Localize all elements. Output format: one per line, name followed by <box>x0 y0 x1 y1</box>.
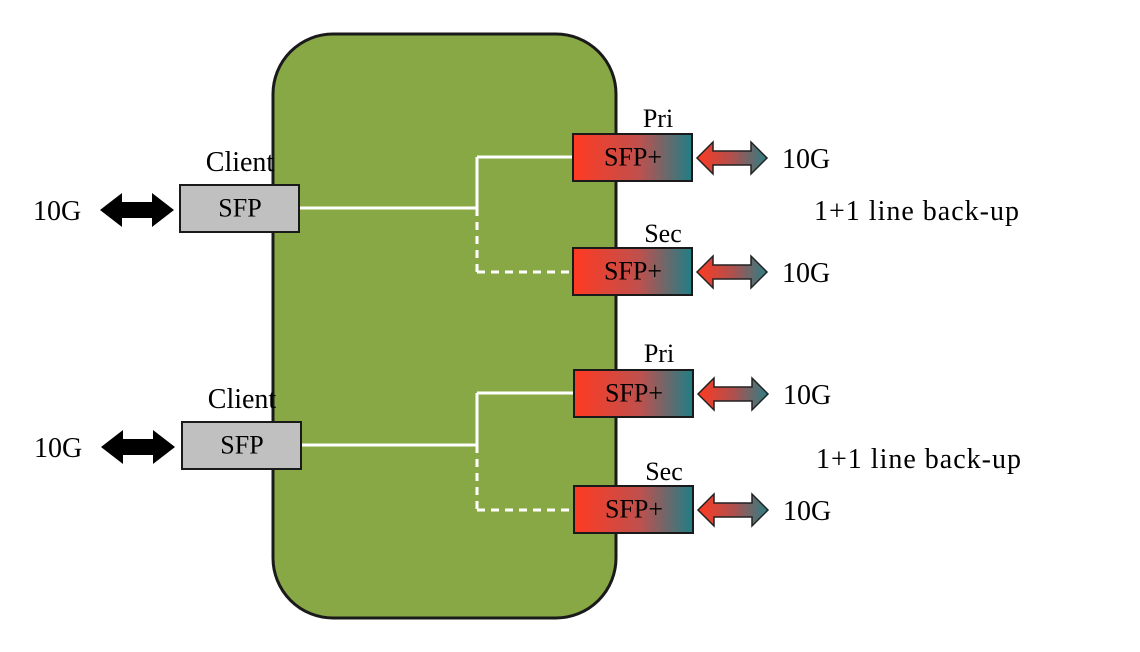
gradient-double-arrow-icon <box>696 376 770 412</box>
line-rate-label: 10G <box>783 380 831 411</box>
line-port-title: Sec <box>644 219 682 248</box>
double-arrow-icon <box>100 193 174 227</box>
line-port-title: Pri <box>643 104 673 133</box>
client-sfp-label: SFP <box>218 194 261 223</box>
line-port-title: Sec <box>645 457 683 486</box>
line-port-pri-2: Pri SFP+ 10G <box>573 339 831 418</box>
client-rate-label: 10G <box>33 196 81 227</box>
line-sfp-plus-module <box>572 133 693 182</box>
line-sfp-label: SFP+ <box>604 257 662 286</box>
line-rate-label: 10G <box>782 144 830 175</box>
line-sfp-label: SFP+ <box>605 495 663 524</box>
client-port-title: Client <box>206 147 275 178</box>
chassis-card <box>271 32 618 620</box>
client-port-title: Client <box>208 384 277 415</box>
line-sfp-plus-module <box>573 485 694 534</box>
line-rate-label: 10G <box>783 496 831 527</box>
backup-note-1: 1+1 line back-up <box>814 196 1020 227</box>
line-port-pri-1: Pri SFP+ 10G <box>572 104 830 182</box>
client-port-1: Client SFP 10G <box>33 147 300 233</box>
line-sfp-plus-module <box>573 369 694 418</box>
double-arrow-icon <box>101 430 175 464</box>
gradient-double-arrow-icon <box>696 492 770 528</box>
traces-group-2 <box>301 391 573 512</box>
gradient-double-arrow-icon <box>695 254 769 290</box>
client-sfp-label: SFP <box>220 431 263 460</box>
backup-note-2: 1+1 line back-up <box>816 444 1022 475</box>
line-port-sec-1: Sec SFP+ 10G <box>572 219 830 296</box>
traces-group-1 <box>299 155 573 274</box>
client-port-2: Client SFP 10G <box>34 384 302 470</box>
line-sfp-plus-module <box>572 247 693 296</box>
client-rate-label: 10G <box>34 433 82 464</box>
line-sfp-label: SFP+ <box>605 379 663 408</box>
client-sfp-module <box>179 184 300 233</box>
gradient-double-arrow-icon <box>695 140 769 176</box>
line-sfp-label: SFP+ <box>604 143 662 172</box>
line-rate-label: 10G <box>782 258 830 289</box>
client-sfp-module <box>181 421 302 470</box>
line-port-sec-2: Sec SFP+ 10G <box>573 457 831 534</box>
line-port-title: Pri <box>644 339 674 368</box>
